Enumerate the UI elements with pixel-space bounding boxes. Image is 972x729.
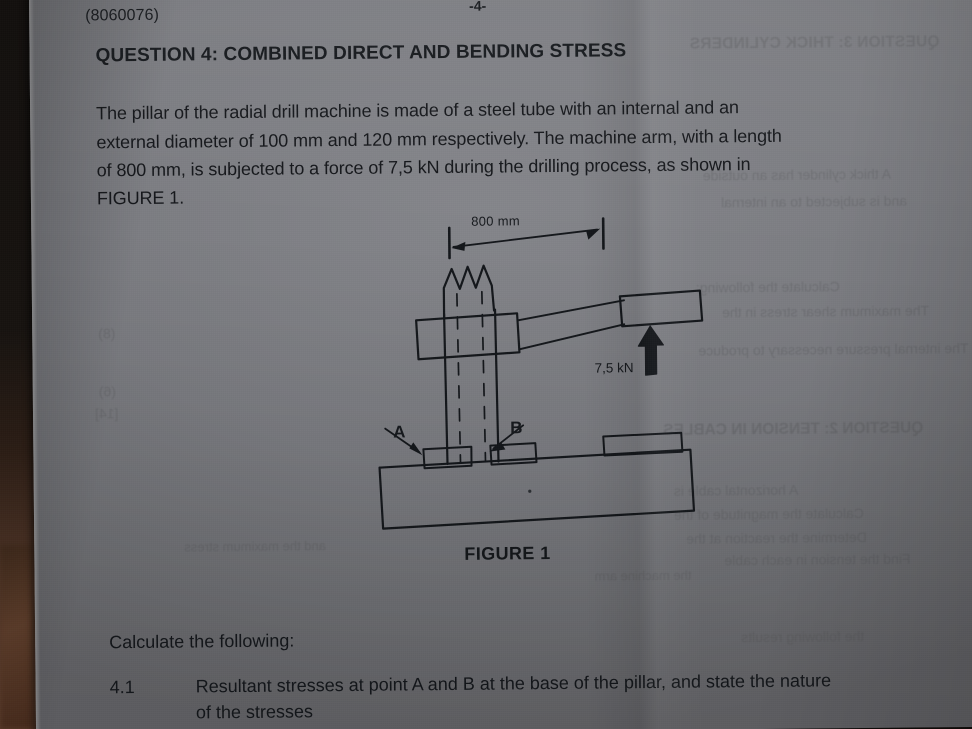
show-through-line-b: and is subjected to an internal bbox=[720, 192, 908, 211]
body-line-3: of 800 mm, is subjected to a force of 7,… bbox=[96, 154, 751, 181]
show-through-line-d: The maximum shear stress in the bbox=[721, 302, 930, 321]
force-label-7-5-kn: 7,5 kN bbox=[594, 360, 634, 376]
dimension-label-800mm: 800 mm bbox=[471, 213, 521, 229]
item-4-1-text-line-2: of the stresses bbox=[195, 701, 314, 723]
point-label-b: B bbox=[510, 418, 523, 438]
paper-code: (8060076) bbox=[85, 6, 160, 25]
dimension-line bbox=[452, 228, 599, 248]
page-content: QUESTION 3: THICK CYLINDERS A thick cyli… bbox=[29, 0, 972, 729]
paper-speck bbox=[528, 489, 532, 493]
body-line-1: The pillar of the radial drill machine i… bbox=[96, 97, 739, 124]
show-through-mark-2: (6) bbox=[98, 383, 116, 400]
arm-top-edge bbox=[517, 299, 625, 322]
show-through-line-e: The internal pressure necessary to produ… bbox=[698, 339, 969, 359]
drill-head-box bbox=[618, 289, 704, 328]
force-arrow bbox=[637, 325, 664, 376]
pillar-bore-dashed-left bbox=[456, 293, 462, 463]
show-through-line-i: Determine the reaction at the bbox=[686, 528, 867, 547]
wooden-desk-surface bbox=[0, 545, 34, 729]
show-through-line-k: the following results bbox=[741, 628, 865, 646]
pillar-wall-right bbox=[493, 308, 500, 463]
pillar-wall-left bbox=[442, 312, 449, 466]
show-through-mark-5: the machine arm bbox=[594, 567, 692, 584]
show-through-heading: QUESTION 3: THICK CYLINDERS bbox=[689, 33, 940, 53]
figure-caption: FIGURE 1 bbox=[464, 543, 551, 564]
show-through-line-j: Find the tension in each cable bbox=[724, 550, 911, 569]
item-number-4-1: 4.1 bbox=[109, 677, 135, 698]
figure-drawing bbox=[378, 217, 704, 530]
item-4-1-text-line-1: Resultant stresses at point A and B at t… bbox=[195, 670, 832, 697]
page-number: -4- bbox=[469, 0, 487, 14]
pillar-broken-top bbox=[442, 264, 496, 319]
pillar-bore-dashed-right bbox=[481, 290, 487, 462]
pillar-collar bbox=[415, 312, 521, 361]
leader-arrowhead-a bbox=[409, 442, 423, 456]
body-line-2: external diameter of 100 mm and 120 mm r… bbox=[96, 125, 782, 153]
arm-bottom-edge bbox=[518, 323, 626, 351]
body-line-4: FIGURE 1. bbox=[96, 187, 185, 209]
figure-1-radial-drill-diagram: 800 mm 7,5 kN A B bbox=[361, 211, 724, 534]
instruction-line: Calculate the following: bbox=[109, 630, 295, 653]
show-through-mark-1: (8) bbox=[98, 325, 116, 342]
exam-paper-page: QUESTION 3: THICK CYLINDERS A thick cyli… bbox=[29, 0, 972, 729]
question-heading: QUESTION 4: COMBINED DIRECT AND BENDING … bbox=[95, 40, 627, 67]
show-through-mark-4: and the maximum stress bbox=[184, 538, 326, 555]
show-through-mark-3: [14] bbox=[94, 405, 119, 422]
point-label-a: A bbox=[393, 422, 406, 442]
